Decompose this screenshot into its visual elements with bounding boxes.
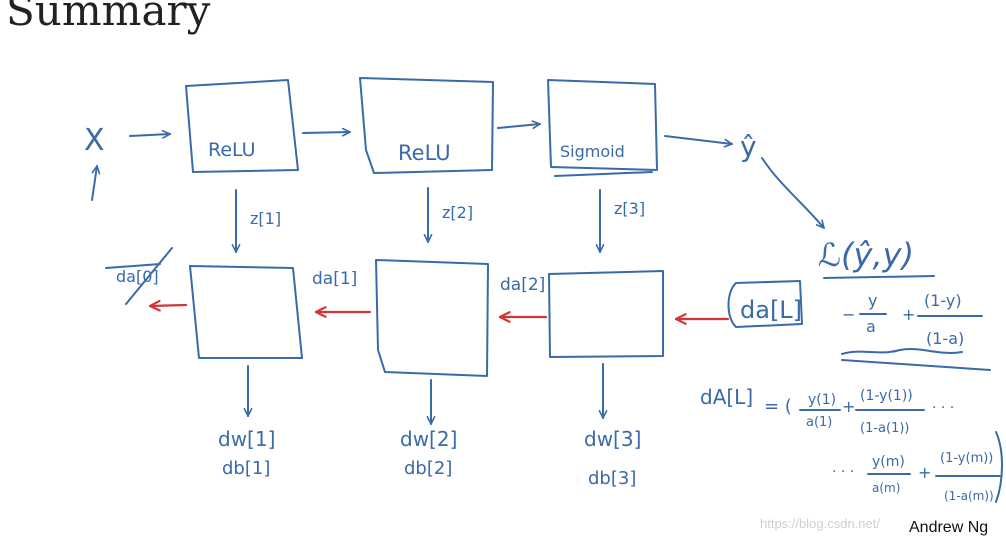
sigmoid-to-yhat-arrow xyxy=(664,135,732,144)
daL-term1-den: a xyxy=(866,317,876,336)
backward-block-1 xyxy=(189,265,303,359)
dA-term3-den: a(m) xyxy=(872,481,900,495)
daL-squiggle-underline xyxy=(841,348,963,355)
sigmoid-underline xyxy=(554,171,653,177)
backward-block-3 xyxy=(548,270,664,358)
dA-dots: · · · xyxy=(932,400,954,416)
daL-circle xyxy=(727,280,803,328)
db-label: db[2] xyxy=(404,458,452,479)
cache-label: z[3] xyxy=(614,199,645,218)
daL-minus: − xyxy=(842,305,855,324)
gradient-label: da[1] xyxy=(312,269,357,289)
forward-arrow-1-2 xyxy=(302,132,351,133)
forward-block-label: ReLU xyxy=(208,139,256,161)
forward-block-relu-1 xyxy=(185,79,299,173)
dA-term2-num: (1-y(1)) xyxy=(860,388,913,404)
cache-label: z[1] xyxy=(250,209,281,228)
dw-label: dw[3] xyxy=(584,427,641,451)
forward-block-label: Sigmoid xyxy=(560,142,625,161)
cache-label: z[2] xyxy=(442,203,473,222)
input-to-relu1-arrow xyxy=(129,134,170,136)
input-up-arrow xyxy=(91,166,97,201)
input-x-label: X xyxy=(84,123,105,158)
backward-arrow-out-block-1 xyxy=(150,305,188,306)
crossed-da0-label: da[0] xyxy=(116,267,159,286)
dA-plus-2: + xyxy=(918,463,931,482)
dA-closing-paren xyxy=(995,431,1003,503)
yhat-to-loss-arrow xyxy=(761,157,824,228)
dA-term2-den: (1-a(1)) xyxy=(860,421,910,436)
loss-expression: ℒ(ŷ,y) xyxy=(818,236,914,274)
dA-dots-2: · · · xyxy=(832,464,854,480)
daL-long-underline xyxy=(841,359,991,371)
dA-term4-den: (1-a(m)) xyxy=(944,489,994,503)
db-label: db[1] xyxy=(222,458,270,479)
daL-term2-num: (1-y) xyxy=(924,291,962,310)
author-credit: Andrew Ng xyxy=(909,519,989,536)
daL-term1-num: y xyxy=(868,291,877,310)
db-label: db[3] xyxy=(588,468,636,489)
loss-underline xyxy=(823,275,935,279)
dA-term4-num: (1-y(m)) xyxy=(940,451,993,466)
dA-term3-num: y(m) xyxy=(872,454,905,470)
dA-equals: = ( xyxy=(764,396,792,417)
forward-block-label: ReLU xyxy=(398,141,451,165)
da0-crossout-2 xyxy=(125,247,173,305)
backward-block-2 xyxy=(375,259,489,377)
dA-term1-den: a(1) xyxy=(806,415,832,430)
gradient-label: da[2] xyxy=(500,275,545,295)
y-hat-output: ŷ xyxy=(740,130,757,163)
daL-term2-den: (1-a) xyxy=(926,329,964,348)
forward-block-relu-2 xyxy=(359,77,494,174)
watermark: https://blog.csdn.net/ xyxy=(760,516,880,531)
dw-label: dw[2] xyxy=(400,427,457,451)
dw-label: dw[1] xyxy=(218,427,275,451)
dA-plus: + xyxy=(842,397,855,416)
gradient-label: da[L] xyxy=(740,296,802,324)
page-title: Summary xyxy=(6,0,211,35)
dA-term1-num: y(1) xyxy=(808,392,836,408)
forward-block-sigmoid xyxy=(547,79,658,171)
dA-label: dA[L] xyxy=(700,385,753,409)
daL-plus: + xyxy=(902,305,915,324)
forward-arrow-2-3 xyxy=(497,124,540,128)
da0-crossout-1 xyxy=(105,263,161,269)
